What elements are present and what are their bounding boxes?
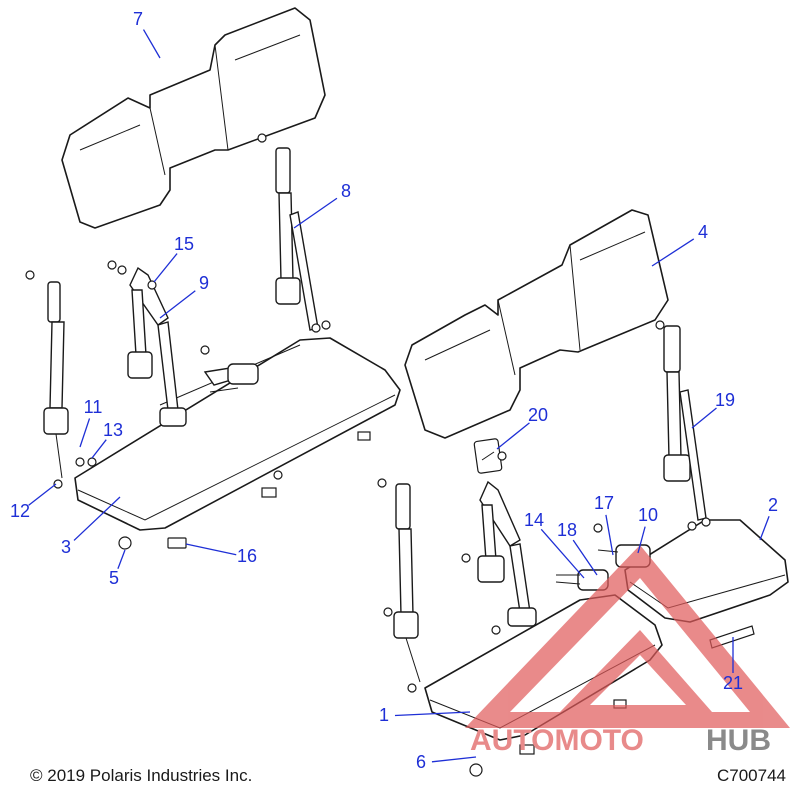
fastener-set — [25, 133, 711, 777]
callout-leader-7 — [142, 29, 161, 59]
seat-belt-front-center — [477, 480, 537, 627]
callout-leader-4 — [651, 238, 695, 267]
callout-number-19: 19 — [715, 390, 735, 410]
seat-belt-9 — [127, 266, 187, 427]
callout-leader-8 — [293, 197, 338, 229]
callout-number-11: 11 — [84, 397, 103, 417]
callout-number-20: 20 — [528, 405, 548, 425]
rear-seat-backrest — [61, 7, 326, 229]
callout-number-16: 16 — [237, 546, 257, 566]
callout-leader-20 — [496, 422, 530, 450]
callout-leader-5 — [117, 549, 126, 569]
callout-number-1: 1 — [379, 705, 389, 725]
seat-belt-left-rear — [43, 281, 69, 479]
callout-leader-11 — [79, 418, 91, 448]
callout-leader-15 — [153, 253, 178, 283]
callout-leader-19 — [691, 407, 717, 429]
callout-number-5: 5 — [109, 568, 119, 588]
callout-number-8: 8 — [341, 181, 351, 201]
callout-number-21: 21 — [723, 673, 743, 693]
watermark-logo — [465, 545, 790, 728]
callout-leader-10 — [637, 526, 646, 554]
callout-number-6: 6 — [416, 752, 426, 772]
callout-number-15: 15 — [174, 234, 194, 254]
buckle-rear-center — [203, 363, 259, 393]
watermark-text-hub: HUB — [706, 724, 771, 757]
callout-number-10: 10 — [638, 505, 658, 525]
seat-belt-front-left — [393, 483, 421, 683]
copyright-notice: © 2019 Polaris Industries Inc. — [30, 766, 253, 785]
callout-number-9: 9 — [199, 273, 209, 293]
callout-leader-16 — [185, 543, 237, 556]
callout-leader-2 — [759, 516, 770, 541]
callout-leader-14 — [540, 528, 585, 579]
callout-leader-3 — [73, 496, 121, 541]
callout-number-2: 2 — [768, 495, 778, 515]
watermark-text-auto: AUTOMOTO — [470, 724, 644, 757]
seat-belt-19 — [663, 325, 707, 521]
front-seat-backrest — [404, 209, 669, 439]
callout-leader-12 — [28, 483, 57, 506]
callout-number-17: 17 — [594, 493, 614, 513]
callout-number-13: 13 — [103, 420, 123, 440]
callout-leader-13 — [91, 439, 107, 459]
seat-belt-8 — [275, 147, 319, 331]
callout-number-18: 18 — [557, 520, 577, 540]
callout-number-12: 12 — [10, 501, 30, 521]
callout-leader-9 — [159, 290, 196, 319]
callout-leaders — [28, 29, 770, 763]
callout-leader-6 — [431, 756, 477, 763]
bracket-16 — [167, 537, 187, 549]
callout-number-4: 4 — [698, 222, 708, 242]
callout-number-14: 14 — [524, 510, 544, 530]
callout-leader-17 — [605, 514, 614, 556]
drawing-number: C700744 — [716, 766, 786, 785]
callout-leader-18 — [572, 539, 598, 576]
callout-number-3: 3 — [61, 537, 71, 557]
callout-leader-1 — [394, 711, 471, 717]
callout-number-7: 7 — [133, 9, 143, 29]
